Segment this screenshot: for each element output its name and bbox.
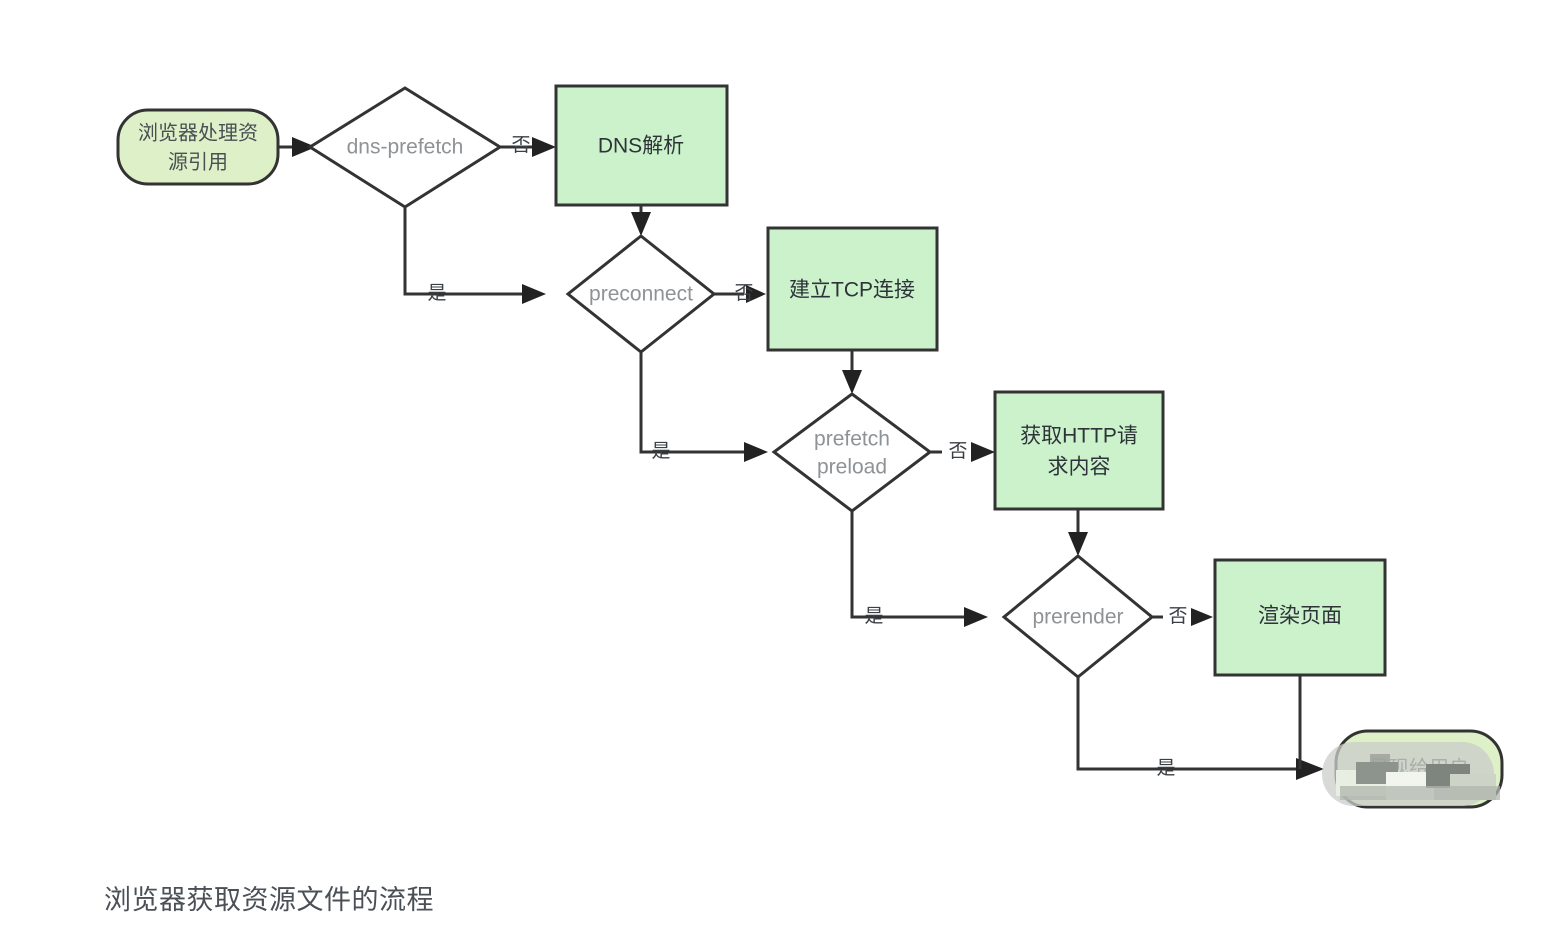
edge-label-dns-yes: 是 (427, 283, 446, 304)
node-prefetch-preload-label-line2: preload (817, 456, 887, 479)
arrowhead-preconnect-yes (744, 442, 768, 462)
edge-label-prefetch-no: 否 (948, 441, 967, 462)
node-prerender-shape[interactable] (1001, 554, 1155, 679)
arrowhead-prefetch-yes (964, 607, 988, 627)
arrowhead-prerender-yes (1296, 758, 1324, 780)
node-start-label-line2: 源引用 (168, 150, 228, 173)
edge-label-preconnect-yes: 是 (651, 441, 670, 462)
arrowhead-prerender-no (1191, 608, 1213, 626)
node-dns-prefetch-shape[interactable] (307, 86, 503, 209)
edge-label-preconnect-no: 否 (734, 283, 753, 304)
arrowhead-http-to-prerender (1068, 532, 1088, 556)
node-http-request-label-line2: 求内容 (1048, 456, 1111, 479)
edges-layer (278, 137, 1324, 780)
node-dns-prefetch-label: dns-prefetch (347, 136, 464, 159)
node-end-label: 呈现给用户 (1369, 756, 1469, 779)
edge-label-prefetch-yes: 是 (864, 606, 883, 627)
edge-dns-yes (403, 208, 522, 296)
node-render-page[interactable]: 渲染页面 (1213, 558, 1387, 677)
node-tcp-connect-shape[interactable] (766, 226, 939, 352)
arrowhead-dns-no (532, 137, 556, 157)
node-render-page-shape[interactable] (1213, 558, 1387, 677)
edge-labels-layer: 否 是 否 是 否 是 否 是 (427, 135, 1187, 779)
node-preconnect-shape[interactable] (565, 234, 717, 354)
node-start-label-line1: 浏览器处理资 (138, 121, 258, 144)
node-dns-prefetch[interactable]: dns-prefetch (307, 86, 503, 209)
arrowhead-dnsresolve-to-preconnect (631, 212, 651, 236)
node-end[interactable]: 呈现给用户 (1334, 729, 1504, 809)
node-http-request-shape[interactable] (993, 390, 1165, 511)
node-tcp-connect-label: 建立TCP连接 (789, 279, 915, 302)
arrowhead-start-to-dns (292, 137, 316, 157)
node-http-request[interactable]: 获取HTTP请 求内容 (993, 390, 1165, 511)
node-prefetch-preload[interactable]: prefetch preload (771, 392, 933, 513)
node-http-request-label-line1: 获取HTTP请 (1020, 425, 1138, 448)
node-dns-resolve-shape[interactable] (554, 84, 729, 207)
diagram-caption: 浏览器获取资源文件的流程 (104, 885, 434, 915)
arrowhead-prefetch-no (971, 442, 995, 462)
node-preconnect-label: preconnect (589, 283, 693, 306)
arrowhead-preconnect-no (746, 285, 766, 303)
node-prerender[interactable]: prerender (1001, 554, 1155, 679)
edge-label-prerender-yes: 是 (1156, 758, 1175, 779)
node-dns-resolve-label: DNS解析 (598, 135, 684, 158)
node-start-shape[interactable] (116, 108, 280, 186)
arrowhead-dns-yes (522, 284, 546, 304)
node-prefetch-preload-shape[interactable] (771, 392, 933, 513)
node-render-page-label: 渲染页面 (1258, 605, 1342, 628)
node-start[interactable]: 浏览器处理资 源引用 (116, 108, 280, 186)
arrowhead-tcp-to-prefetch (842, 370, 862, 394)
nodes-layer: 浏览器处理资 源引用 dns-prefetch DNS解析 preconnect (116, 84, 1504, 809)
node-preconnect[interactable]: preconnect (565, 234, 717, 354)
edge-preconnect-yes (639, 352, 744, 454)
node-tcp-connect[interactable]: 建立TCP连接 (766, 226, 939, 352)
edge-prefetch-yes (850, 511, 964, 619)
node-prerender-label: prerender (1032, 606, 1123, 629)
edge-label-dns-no: 否 (511, 135, 530, 156)
edge-label-prerender-no: 否 (1168, 606, 1187, 627)
edge-prerender-yes (1076, 676, 1296, 771)
node-dns-resolve[interactable]: DNS解析 (554, 84, 729, 207)
node-prefetch-preload-label-line1: prefetch (814, 428, 890, 451)
